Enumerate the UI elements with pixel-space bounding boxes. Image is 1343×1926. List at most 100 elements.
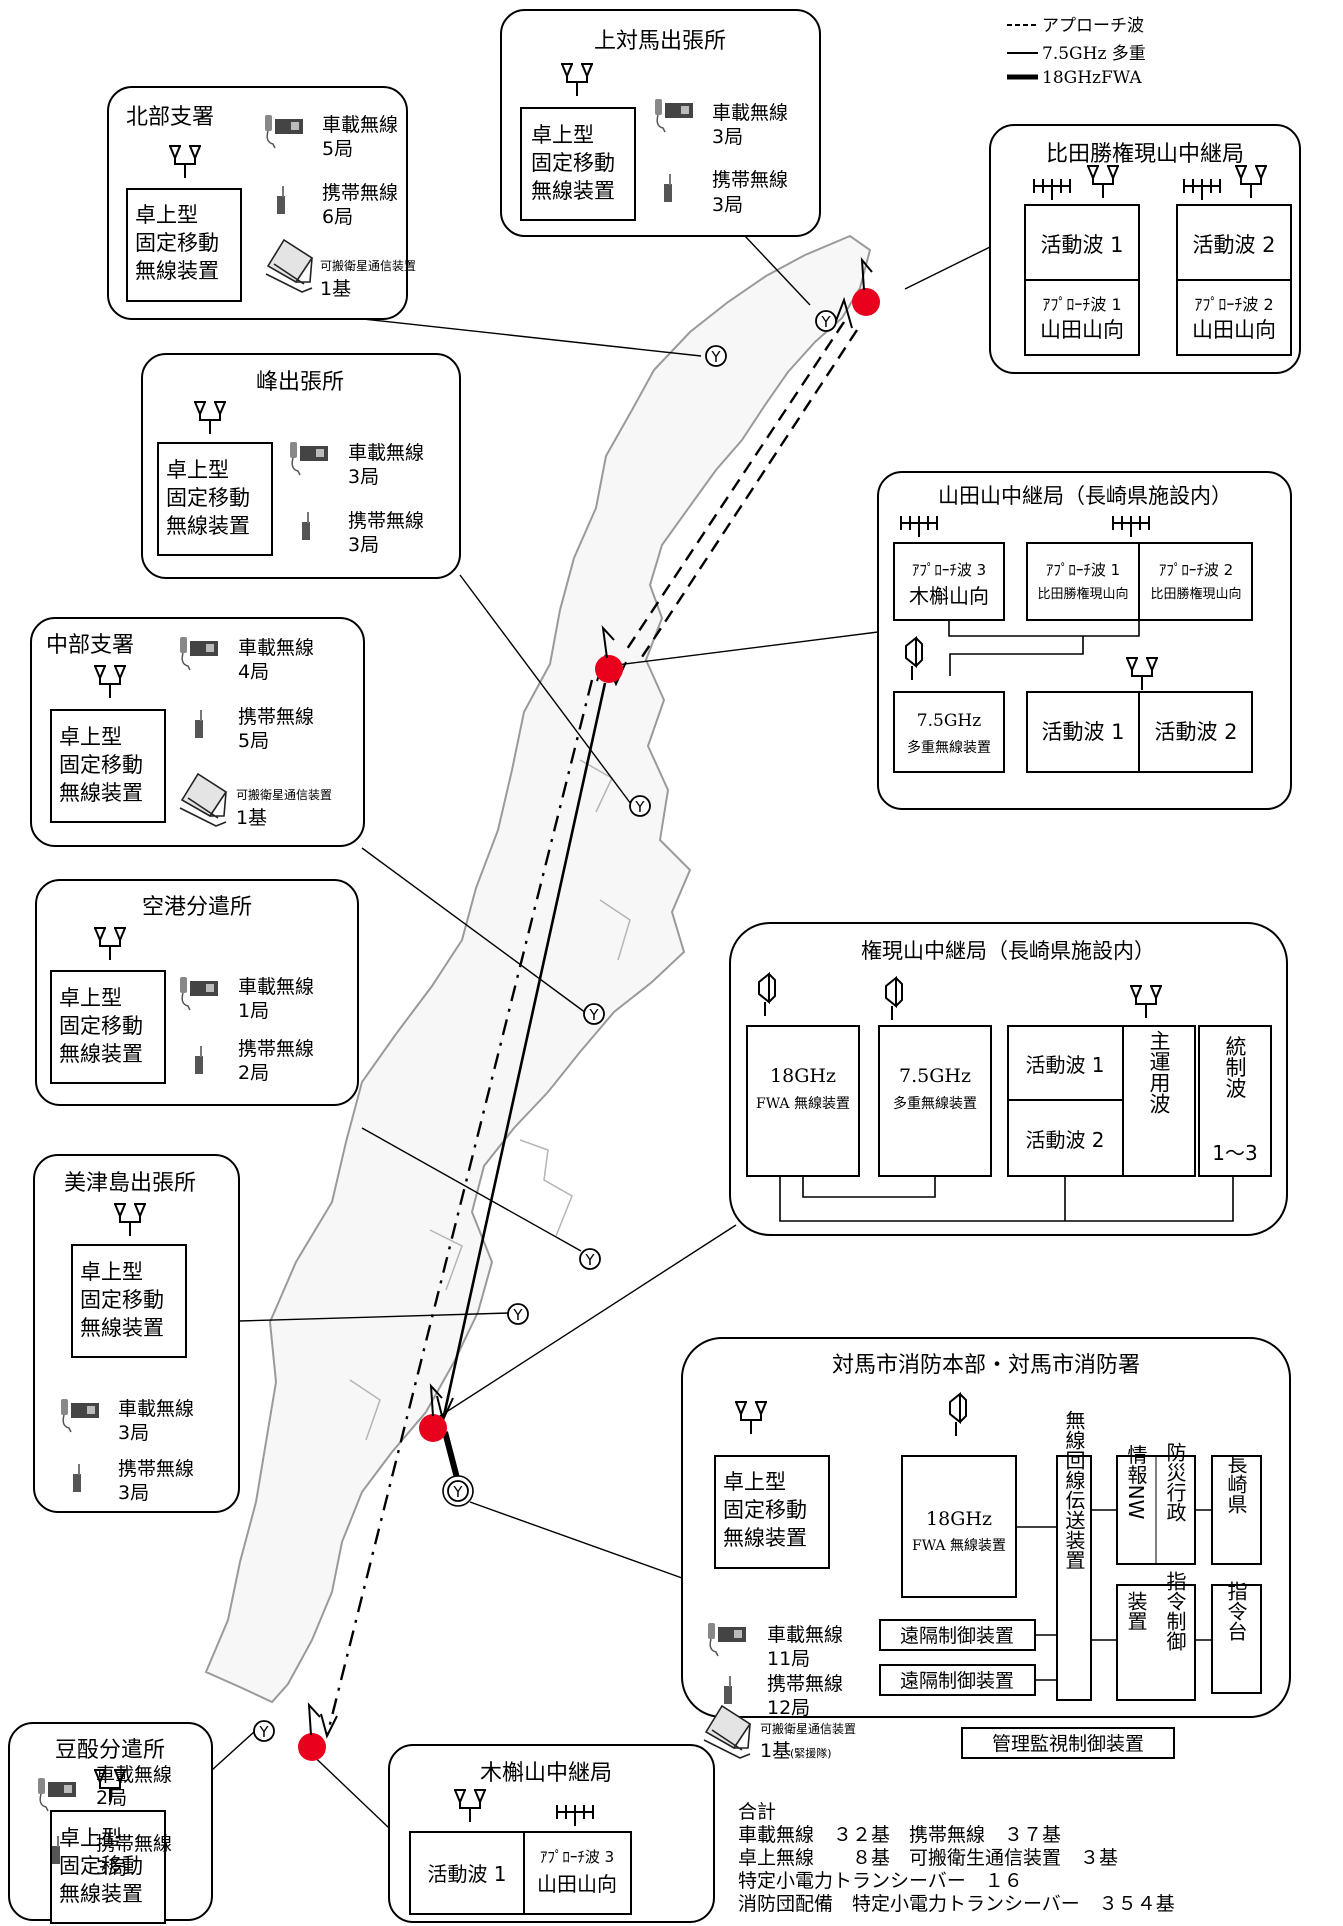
svg-text:11局: 11局 (767, 1648, 810, 1670)
relay-dot-yamada (595, 655, 623, 683)
svg-text:5局: 5局 (238, 730, 269, 752)
svg-text:6局: 6局 (322, 206, 353, 228)
svg-text:ｱﾌﾟﾛｰﾁ波 3: ｱﾌﾟﾛｰﾁ波 3 (912, 561, 986, 579)
svg-text:ｱﾌﾟﾛｰﾁ波 2: ｱﾌﾟﾛｰﾁ波 2 (1194, 295, 1273, 314)
connector-lines (211, 217, 991, 1829)
remote-control-device-2: 遠隔制御装置 (900, 1670, 1014, 1692)
relay-station-markers (298, 256, 880, 1761)
svg-text:卓上型: 卓上型 (723, 1470, 786, 1494)
svg-text:携帯無線: 携帯無線 (767, 1673, 843, 1695)
relay-gongen: 権現山中継局（長崎県施設内） 18GHz FWA 無線装置 7.5GHz 多重無… (729, 922, 1288, 1236)
svg-text:FWA 無線装置: FWA 無線装置 (912, 1538, 1006, 1554)
legend-ghz75: 7.5GHz 多重 (1042, 44, 1146, 64)
svg-text:固定移動: 固定移動 (135, 231, 219, 255)
legend-fwa18: 18GHzFWA (1042, 68, 1142, 88)
svg-text:卓上型: 卓上型 (59, 725, 122, 749)
svg-text:卓上型: 卓上型 (80, 1260, 143, 1284)
link-lines (320, 296, 859, 1739)
svg-text:可搬衛星通信装置: 可搬衛星通信装置 (760, 1721, 856, 1736)
svg-text:可搬衛星通信装置: 可搬衛星通信装置 (236, 787, 332, 802)
svg-text:携帯無線: 携帯無線 (238, 706, 314, 728)
svg-text:車載無線: 車載無線 (767, 1624, 843, 1646)
relay-dot-hitakatsu (852, 288, 880, 316)
svg-text:指令台: 指令台 (1224, 1581, 1248, 1641)
relay-title: 比田勝権現山中継局 (1046, 142, 1244, 167)
svg-text:山田山向: 山田山向 (1040, 318, 1124, 342)
svg-text:3局: 3局 (118, 1482, 149, 1504)
svg-text:車載無線: 車載無線 (712, 102, 788, 124)
relay-dot-kokuto (298, 1733, 326, 1761)
svg-text:長崎県: 長崎県 (1224, 1454, 1248, 1514)
svg-text:無線装置: 無線装置 (59, 1042, 143, 1066)
svg-text:固定移動: 固定移動 (723, 1498, 807, 1522)
station-mitsushima: 美津島出張所 卓上型 固定移動 無線装置 車載無線 3局 携帯無線 3局 (33, 1154, 240, 1513)
svg-text:携帯無線: 携帯無線 (348, 510, 424, 532)
totals-line-3: 特定小電力トランシーバー １６ (738, 1870, 1023, 1892)
svg-text:12局: 12局 (767, 1697, 810, 1719)
site-antenna-markers (253, 310, 837, 1742)
svg-text:多重無線装置: 多重無線装置 (893, 1095, 977, 1112)
island-coastline-detail (349, 759, 631, 1441)
svg-text:1基: 1基 (320, 278, 351, 300)
svg-text:3局: 3局 (348, 466, 379, 488)
relay-title: 山田山中継局（長崎県施設内） (938, 484, 1232, 508)
totals-line-1: 車載無線 ３２基 携帯無線 ３７基 (738, 1824, 1061, 1846)
svg-text:無線装置: 無線装置 (135, 259, 219, 283)
approach-link-hitakatsu-yamada-b (638, 329, 859, 661)
svg-text:固定移動: 固定移動 (531, 151, 615, 175)
svg-text:活動波 1: 活動波 1 (1041, 720, 1124, 744)
svg-text:車載無線: 車載無線 (96, 1764, 172, 1786)
svg-text:無線回線伝送装置: 無線回線伝送装置 (1062, 1410, 1086, 1570)
station-mine: 峰出張所 卓上型 固定移動 無線装置 車載無線 3局 携帯無線 3局 (141, 353, 461, 579)
svg-text:無線装置: 無線装置 (59, 781, 143, 805)
legend-approach: アプローチ波 (1042, 16, 1144, 36)
svg-text:卓上型: 卓上型 (59, 1826, 122, 1850)
svg-text:活動波 2: 活動波 2 (1025, 1128, 1104, 1152)
svg-text:車載無線: 車載無線 (238, 637, 314, 659)
svg-text:ｱﾌﾟﾛｰﾁ波 1: ｱﾌﾟﾛｰﾁ波 1 (1046, 561, 1120, 579)
totals-summary: 合計 車載無線 ３２基 携帯無線 ３７基 卓上無線 ８基 可搬衛生通信装置 ３基… (738, 1801, 1175, 1915)
svg-text:情報NW: 情報NW (1124, 1444, 1148, 1519)
svg-text:固定移動: 固定移動 (59, 1014, 143, 1038)
svg-text:車載無線: 車載無線 (118, 1398, 194, 1420)
totals-heading: 合計 (738, 1801, 776, 1823)
svg-text:活動波 2: 活動波 2 (1192, 233, 1275, 257)
station-title: 豆酘分遣所 (55, 1738, 165, 1763)
tsushima-island-map (204, 234, 872, 1704)
svg-text:主運用波: 主運用波 (1147, 1030, 1171, 1114)
legend: アプローチ波 7.5GHz 多重 18GHzFWA (1007, 16, 1146, 88)
ghz75-link-yamada-gongen (441, 682, 607, 1421)
relay-yamada: 山田山中継局（長崎県施設内） ｱﾌﾟﾛｰﾁ波 3 木槲山向 ｱﾌﾟﾛｰﾁ波 1 … (877, 471, 1292, 810)
svg-text:活動波 2: 活動波 2 (1154, 720, 1237, 744)
station-title: 上対馬出張所 (594, 29, 726, 54)
svg-text:固定移動: 固定移動 (59, 753, 143, 777)
svg-text:無線装置: 無線装置 (59, 1882, 143, 1906)
svg-text:18GHz: 18GHz (770, 1065, 836, 1087)
hq-tsushima-fire: 対馬市消防本部・対馬市消防署 卓上型 固定移動 無線装置 18GHz FWA 無… (681, 1337, 1291, 1762)
totals-line-4: 消防団配備 特定小電力トランシーバー ３５４基 (738, 1893, 1175, 1915)
svg-text:5局: 5局 (322, 138, 353, 160)
svg-text:山田山向: 山田山向 (1192, 318, 1276, 342)
svg-text:1局: 1局 (238, 1000, 269, 1022)
svg-text:指令制御: 指令制御 (1163, 1571, 1187, 1651)
relay-hitakatsu: 比田勝権現山中継局 活動波 1 ｱﾌﾟﾛｰﾁ波 1 山田山向 活動波 2 ｱﾌﾟ… (989, 124, 1301, 374)
svg-text:装置: 装置 (1124, 1591, 1148, 1631)
svg-text:卓上型: 卓上型 (135, 203, 198, 227)
relay-title: 木槲山中継局 (480, 1761, 612, 1786)
station-title: 峰出張所 (256, 370, 344, 395)
svg-text:携帯無線: 携帯無線 (118, 1458, 194, 1480)
svg-text:固定移動: 固定移動 (80, 1288, 164, 1312)
svg-text:携帯無線: 携帯無線 (238, 1038, 314, 1060)
svg-text:1基: 1基 (760, 1740, 791, 1762)
relay-kokuto: 木槲山中継局 活動波 1 ｱﾌﾟﾛｰﾁ波 3 山田山向 (388, 1744, 715, 1923)
svg-text:活動波 1: 活動波 1 (1025, 1053, 1104, 1077)
svg-text:(緊援隊): (緊援隊) (790, 1746, 832, 1760)
svg-text:3局: 3局 (118, 1422, 149, 1444)
fwa18-link-gongen-hq (442, 1431, 460, 1479)
station-title: 美津島出張所 (64, 1171, 196, 1196)
svg-text:固定移動: 固定移動 (166, 486, 250, 510)
svg-text:比田勝権現山向: 比田勝権現山向 (1150, 586, 1241, 602)
svg-text:固定移動: 固定移動 (59, 1854, 143, 1878)
svg-text:3局: 3局 (348, 534, 379, 556)
